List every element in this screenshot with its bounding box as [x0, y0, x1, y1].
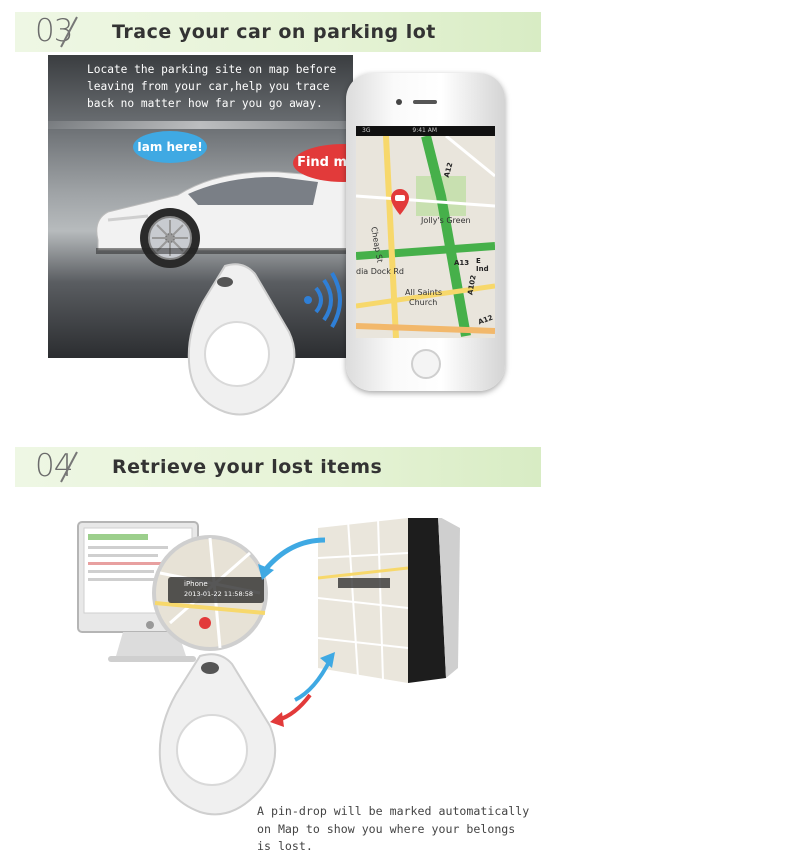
- section-number: 04: [35, 448, 73, 484]
- section-description: Locate the parking site on map before le…: [87, 63, 337, 110]
- section-header-04: 04 Retrieve your lost items: [15, 447, 541, 487]
- map-label-jollys-green: Jolly's Green: [421, 216, 471, 225]
- tracker-tag-device: [187, 263, 296, 416]
- map-screen: 3G 9:41 AM Jolly's Green Cheap St dia Do…: [356, 126, 495, 338]
- car-illustration: [96, 171, 353, 268]
- signal-waves-icon: [304, 271, 342, 329]
- ceiling-light: [48, 121, 353, 129]
- iam-here-bubble: Iam here!: [133, 131, 207, 163]
- signal-label: 3G: [362, 127, 371, 134]
- map-roads: [356, 136, 495, 338]
- status-time: 9:41 AM: [412, 127, 438, 134]
- tracker-tag-device: [158, 653, 277, 816]
- home-button: [411, 349, 441, 379]
- section-title: Trace your car on parking lot: [112, 21, 436, 43]
- car-pin-icon: [391, 189, 409, 215]
- popup-device-name: iPhone: [184, 580, 208, 588]
- smartphone-mockup: 3G 9:41 AM Jolly's Green Cheap St dia Do…: [346, 73, 505, 391]
- speaker-grille: [413, 100, 437, 104]
- map-label-all-saints: All Saints: [405, 288, 443, 297]
- section-number: 03: [35, 13, 73, 49]
- map-label-dock-rd: dia Dock Rd: [356, 267, 405, 276]
- map-label-e-ind: E Ind: [476, 257, 489, 273]
- map-label-church: Church: [409, 298, 438, 307]
- popup-timestamp: 2013-01-22 11:58:58: [184, 590, 254, 598]
- sync-arrows: [258, 537, 335, 727]
- section-title: Retrieve your lost items: [112, 456, 383, 478]
- camera-icon: [396, 99, 402, 105]
- section-header-03: 03 Trace your car on parking lot: [15, 12, 541, 52]
- tablet-map-illustration: [318, 518, 460, 683]
- status-bar: 3G 9:41 AM: [356, 126, 495, 136]
- section-description: A pin-drop will be marked automatically …: [257, 804, 530, 853]
- map-label-a13: A13: [454, 259, 470, 267]
- device-popup: iPhone 2013-01-22 11:58:58: [168, 577, 264, 603]
